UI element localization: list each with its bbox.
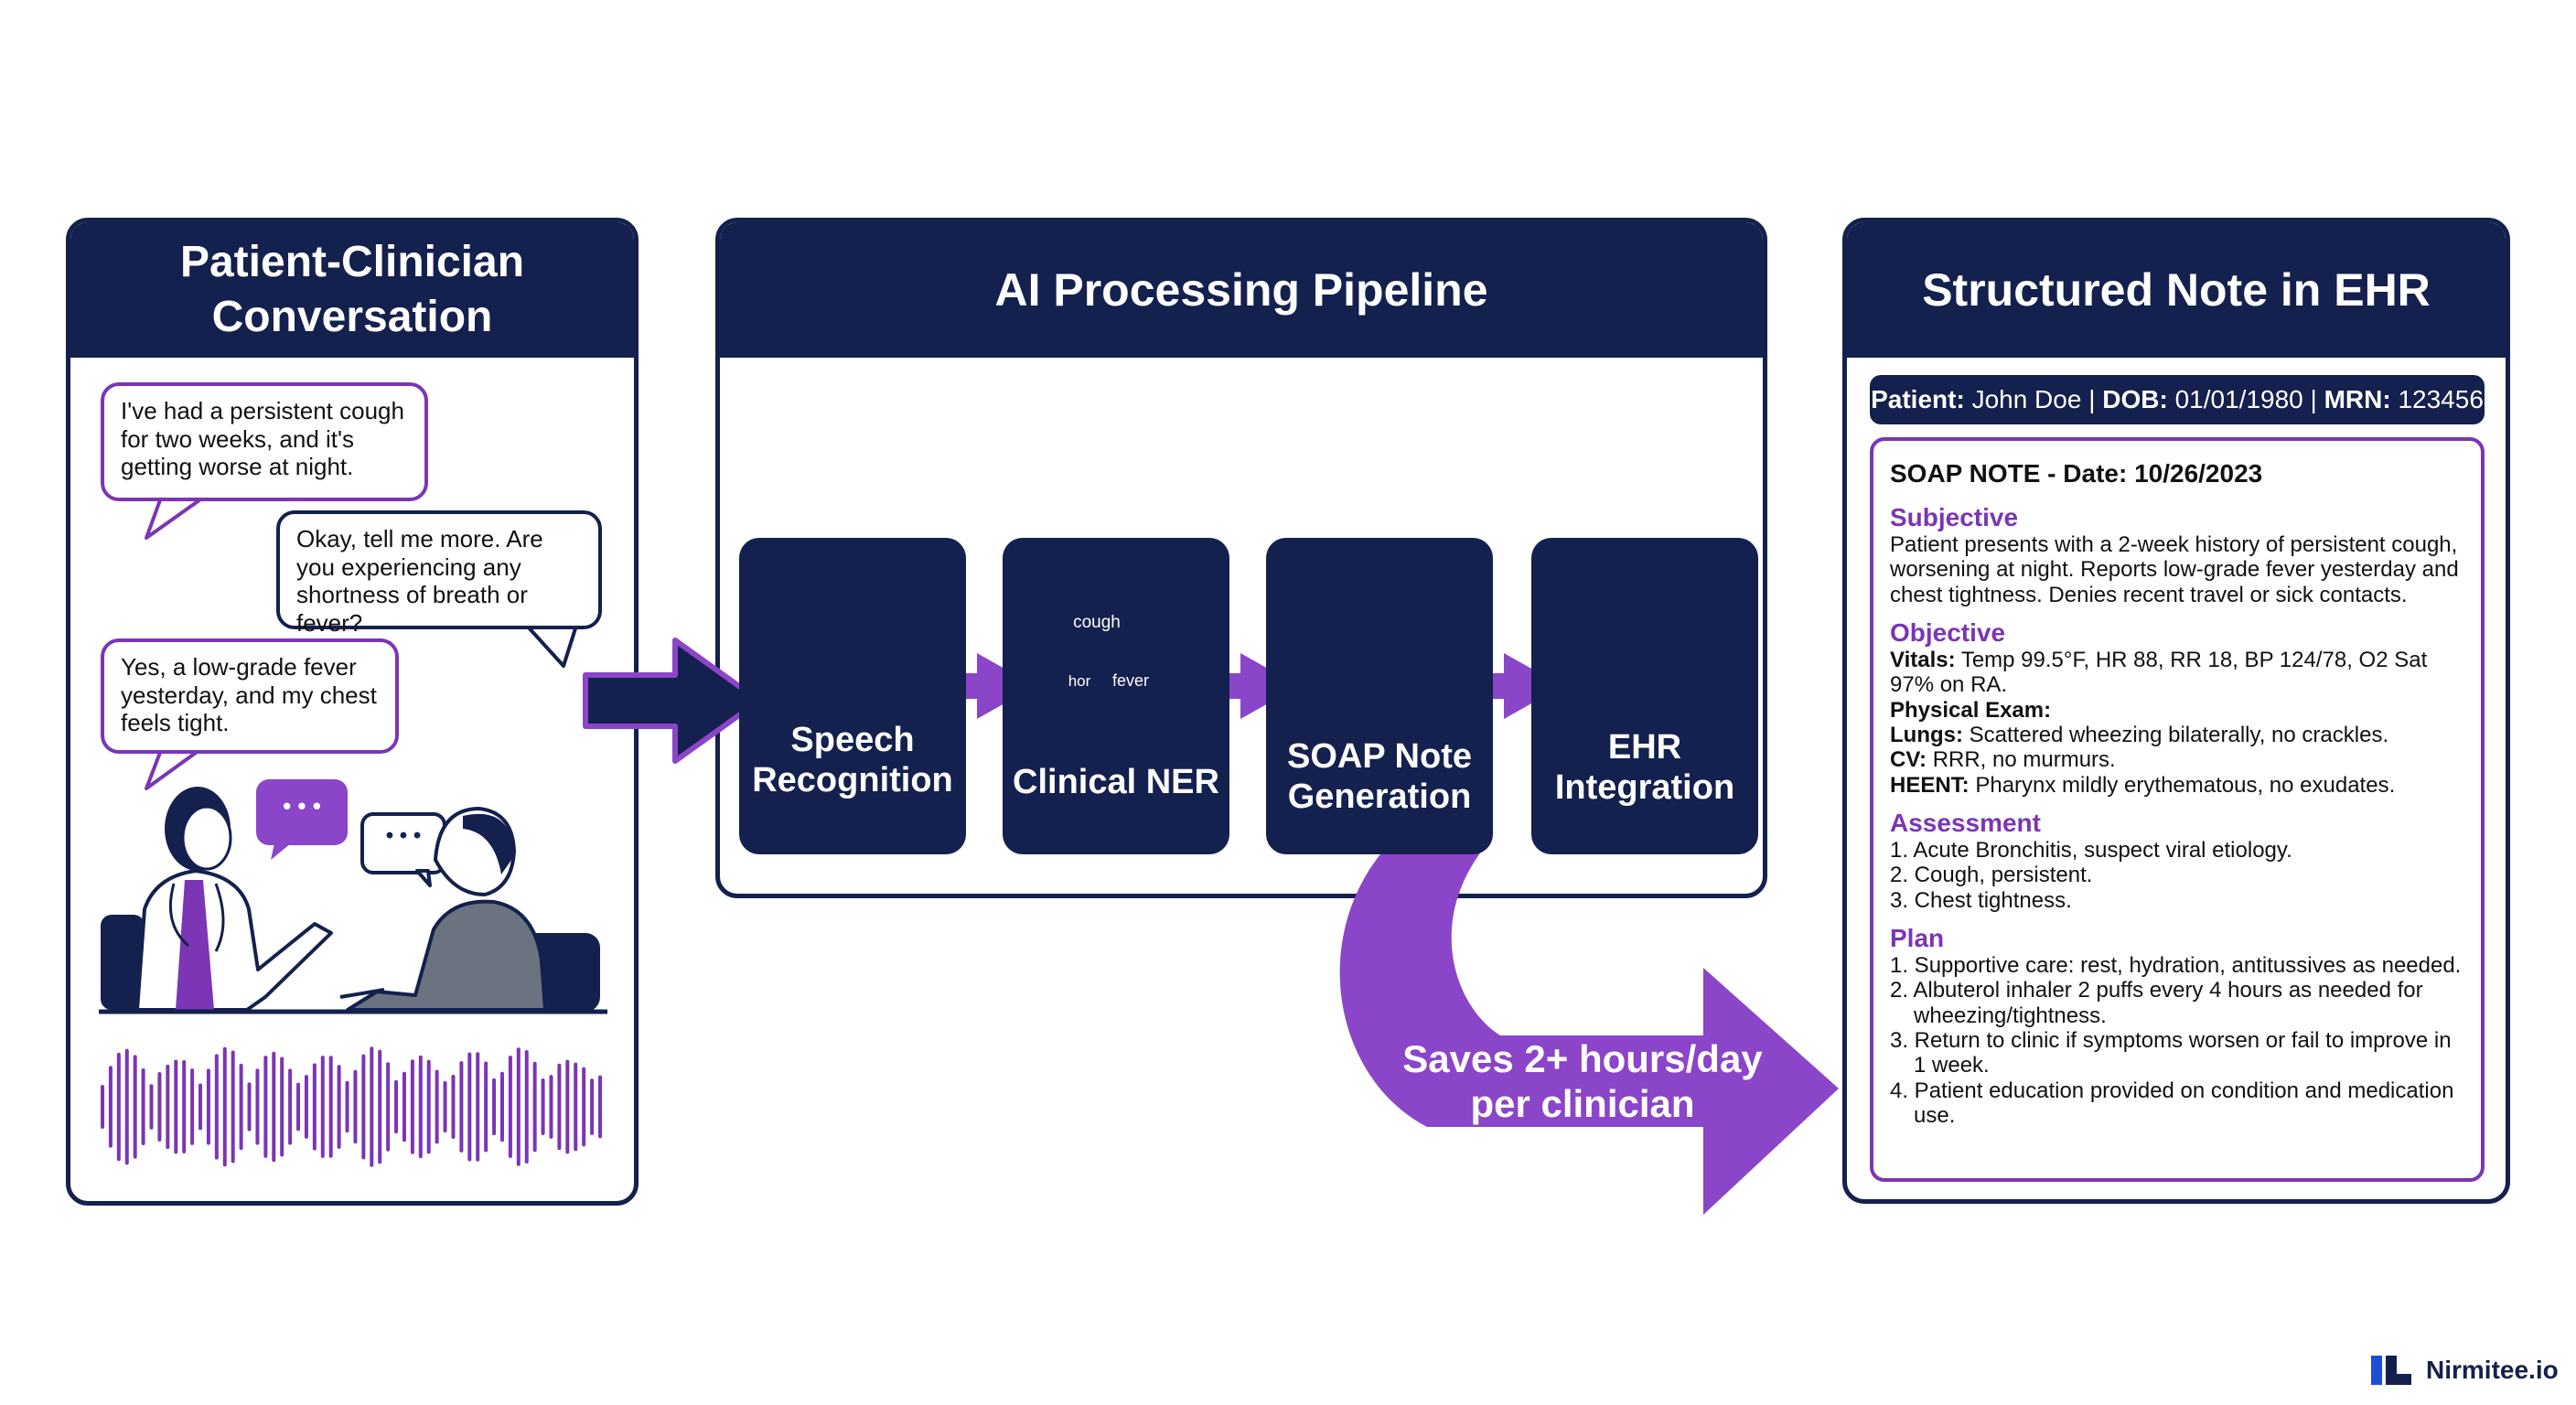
separator-2: | bbox=[2310, 385, 2317, 413]
stage-speech-label-line-1: Speech bbox=[790, 721, 915, 759]
plan-item: 2. Albuterol inhaler 2 puffs every 4 hou… bbox=[1890, 978, 2423, 1028]
dob-label: DOB: bbox=[2102, 385, 2168, 413]
stage-ehr-integration: EHR Integration bbox=[1531, 538, 1758, 854]
stage-soap-label: SOAP Note Generation bbox=[1266, 737, 1493, 817]
conversation-panel-title: Patient-Clinician Conversation bbox=[70, 222, 634, 358]
cv-text: RRR, no murmurs. bbox=[1932, 747, 2116, 773]
stage-soap-label-line-1: SOAP Note bbox=[1286, 737, 1472, 776]
brand-name: Nirmitee.io bbox=[2426, 1356, 2559, 1384]
ner-tag-hor: hor bbox=[1068, 672, 1091, 690]
chat-dots-white: • • • bbox=[385, 823, 422, 848]
ner-tag-fever: fever bbox=[1111, 671, 1150, 690]
assessment-item: 2. Cough, persistent. bbox=[1890, 863, 2093, 888]
savings-arrow-icon bbox=[1339, 851, 1839, 1215]
lungs-label: Lungs: bbox=[1890, 722, 1963, 747]
savings-line-1: Saves 2+ hours/day bbox=[1402, 1037, 1763, 1080]
patient-name: John Doe bbox=[1971, 385, 2082, 413]
chat-dots-purple: • • • bbox=[283, 792, 321, 820]
stage-ehr-label: EHR Integration bbox=[1531, 728, 1758, 808]
subjective-text: Patient presents with a 2-week history o… bbox=[1890, 531, 2459, 607]
separator-1: | bbox=[2088, 385, 2096, 413]
plan-item: 3. Return to clinic if symptoms worsen o… bbox=[1890, 1027, 2452, 1078]
stage-ehr-label-line-1: EHR bbox=[1607, 728, 1682, 767]
heent-label: HEENT: bbox=[1890, 772, 1970, 798]
lungs-line: Lungs: Scattered wheezing bilaterally, n… bbox=[1890, 723, 2464, 747]
patient-message-1: I've had a persistent cough for two week… bbox=[101, 382, 428, 501]
physical-exam-label: Physical Exam: bbox=[1890, 697, 2052, 723]
cv-label: CV: bbox=[1890, 747, 1927, 773]
vitals-text: Temp 99.5°F, HR 88, RR 18, BP 124/78, O2… bbox=[1890, 647, 2428, 698]
stage-clinical-ner: Clinical NER bbox=[1003, 538, 1229, 854]
bubble-tail-2 bbox=[525, 624, 578, 668]
assessment-item: 1. Acute Bronchitis, suspect viral etiol… bbox=[1890, 837, 2292, 863]
bubble-tail-3 bbox=[145, 748, 201, 790]
heent-line: HEENT: Pharynx mildly erythematous, no e… bbox=[1890, 773, 2464, 798]
brand: Nirmitee.io bbox=[2371, 1352, 2559, 1389]
nirmitee-logo-icon bbox=[2371, 1356, 2411, 1385]
stage-ner-label: Clinical NER bbox=[1013, 763, 1219, 801]
lungs-text: Scattered wheezing bilaterally, no crack… bbox=[1969, 722, 2389, 747]
stage-arrow-1-icon bbox=[944, 653, 1036, 719]
plan-item: 4. Patient education provided on conditi… bbox=[1890, 1078, 2454, 1128]
savings-callout: Saves 2+ hours/day per clinician bbox=[1372, 1037, 1793, 1126]
plan-item: 1. Supportive care: rest, hydration, ant… bbox=[1890, 952, 2462, 978]
patient-illustration-icon bbox=[339, 806, 600, 1012]
soap-note: SOAP NOTE - Date: 10/26/2023 Subjective … bbox=[1870, 437, 2485, 1182]
patient-label: Patient: bbox=[1871, 385, 1965, 413]
dob-value: 01/01/1980 bbox=[2174, 385, 2303, 413]
pipeline-panel-title: AI Processing Pipeline bbox=[720, 222, 1763, 358]
stage-soap-generation: SOAP Note Generation bbox=[1266, 538, 1493, 854]
savings-line-2: per clinician bbox=[1470, 1081, 1695, 1125]
assessment-heading: Assessment bbox=[1890, 808, 2041, 837]
clinician-illustration-icon bbox=[101, 787, 333, 1012]
vitals-line: Vitals: Temp 99.5°F, HR 88, RR 18, BP 12… bbox=[1890, 648, 2464, 698]
stage-ehr-label-line-2: Integration bbox=[1554, 767, 1735, 807]
ner-tag-cough: cough bbox=[1073, 613, 1121, 632]
heent-text: Pharynx mildly erythematous, no exudates… bbox=[1975, 772, 2396, 798]
audio-waveform-icon bbox=[101, 1046, 602, 1167]
assessment-item: 3. Chest tightness. bbox=[1890, 887, 2072, 913]
stage-speech-label-line-2: Recognition bbox=[752, 760, 953, 799]
chat-bubble-purple-icon bbox=[256, 779, 348, 860]
plan-heading: Plan bbox=[1890, 923, 1945, 952]
bubble-tail-1 bbox=[145, 496, 205, 540]
stage-speech-label: Speech Recognition bbox=[739, 721, 966, 800]
ehr-panel-title: Structured Note in EHR bbox=[1847, 222, 2506, 358]
subjective-heading: Subjective bbox=[1890, 502, 2019, 531]
mrn-label: MRN: bbox=[2324, 385, 2391, 413]
clinician-message-1: Okay, tell me more. Are you experiencing… bbox=[276, 510, 602, 637]
input-arrow-icon bbox=[583, 638, 762, 764]
patient-info-bar: Patient: John Doe | DOB: 01/01/1980 | MR… bbox=[1870, 375, 2485, 424]
mrn-value: 123456 bbox=[2398, 385, 2484, 413]
stage-arrow-2-icon bbox=[1208, 653, 1299, 719]
patient-message-2: Yes, a low-grade fever yesterday, and my… bbox=[101, 638, 399, 754]
soap-note-title: SOAP NOTE - Date: 10/26/2023 bbox=[1890, 459, 2263, 488]
stage-arrow-3-icon bbox=[1471, 653, 1562, 719]
vitals-label: Vitals: bbox=[1890, 647, 1956, 672]
stage-speech-recognition: Speech Recognition bbox=[739, 538, 966, 854]
objective-heading: Objective bbox=[1890, 617, 2006, 647]
cv-line: CV: RRR, no murmurs. bbox=[1890, 747, 2464, 772]
stage-soap-label-line-2: Generation bbox=[1287, 777, 1472, 816]
